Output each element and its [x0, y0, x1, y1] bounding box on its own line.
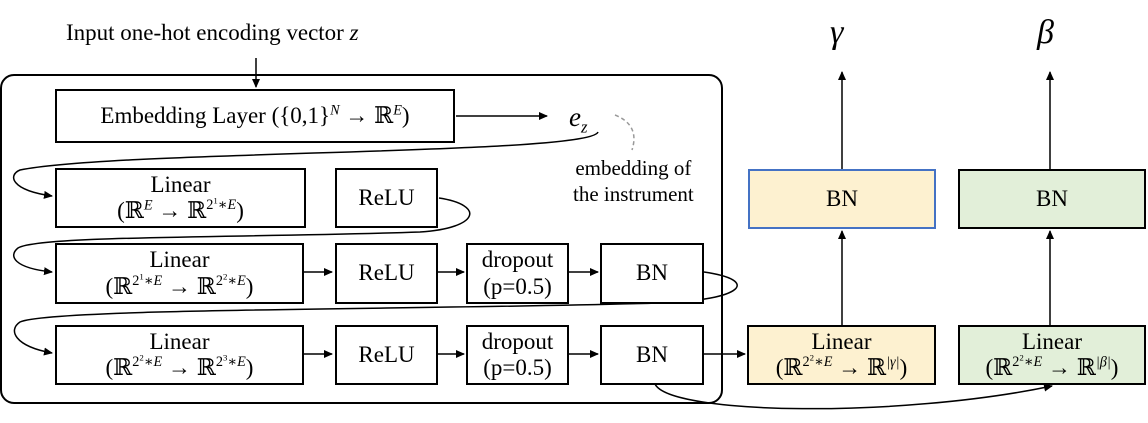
ez-to-row1-curve — [12, 131, 599, 199]
row3-dropout-p: (p=0.5) — [483, 355, 552, 380]
beta-linear-box: Linear (ℝ22∗E → ℝ|β|) — [958, 325, 1146, 385]
gamma-linear-box: Linear (ℝ22∗E → ℝ|γ|) — [747, 325, 936, 385]
row3-bn-box: BN — [600, 325, 704, 385]
row2-dropout-box: dropout (p=0.5) — [466, 243, 569, 304]
row3-relu-box: ReLU — [335, 325, 438, 385]
row1-relu-label: ReLU — [358, 184, 415, 210]
row1-linear-title: Linear — [150, 171, 211, 197]
beta-output-symbol: β — [1037, 14, 1054, 51]
row2-linear-formula: (ℝ21∗E → ℝ22∗E) — [105, 271, 254, 299]
row2-linear-title: Linear — [149, 247, 210, 273]
row2-to-row3-curve — [13, 271, 738, 356]
embedding-note-line1: embedding of — [575, 156, 692, 180]
row2-relu-box: ReLU — [335, 243, 438, 304]
input-label: Input one-hot encoding vector z — [66, 20, 359, 46]
row3-dropout-label: dropout — [481, 328, 554, 354]
row2-linear-box: Linear (ℝ21∗E → ℝ22∗E) — [55, 243, 304, 304]
gamma-linear-title: Linear — [811, 328, 872, 354]
row1-to-row2-curve — [13, 197, 471, 276]
row3-linear-box: Linear (ℝ22∗E → ℝ23∗E) — [55, 325, 304, 385]
row3-dropout-box: dropout (p=0.5) — [466, 325, 569, 385]
beta-linear-formula: (ℝ22∗E → ℝ|β|) — [985, 352, 1119, 380]
encoder-frame — [0, 74, 723, 404]
row3-bn-label: BN — [636, 341, 668, 367]
gamma-bn-label: BN — [826, 185, 858, 211]
row3-relu-label: ReLU — [358, 341, 415, 367]
row3-linear-title: Linear — [149, 328, 210, 354]
input-label-text: Input one-hot encoding vector — [66, 20, 350, 45]
bn-to-beta-linear-curve — [654, 383, 1053, 410]
embedding-output-symbol: ez — [569, 102, 588, 137]
beta-linear-title: Linear — [1021, 328, 1082, 354]
beta-bn-box: BN — [958, 169, 1146, 229]
row2-bn-box: BN — [600, 243, 704, 304]
row2-dropout-p: (p=0.5) — [483, 273, 552, 299]
embedding-note-line2: the instrument — [573, 182, 694, 207]
row1-linear-box: Linear (ℝE → ℝ21∗E) — [55, 168, 306, 228]
row3-linear-formula: (ℝ22∗E → ℝ23∗E) — [105, 352, 254, 380]
beta-bn-label: BN — [1036, 185, 1068, 211]
input-label-var: z — [349, 20, 359, 45]
row2-bn-label: BN — [636, 260, 668, 286]
row2-relu-label: ReLU — [358, 260, 415, 286]
row2-dropout-label: dropout — [481, 247, 554, 273]
annotation-dashed-curve — [614, 114, 635, 151]
gamma-bn-box: BN — [748, 169, 936, 229]
gamma-output-symbol: γ — [830, 14, 844, 51]
embedding-layer-label: Embedding Layer ({0,1}N → ℝE) — [100, 102, 410, 128]
gamma-linear-formula: (ℝ22∗E → ℝ|γ|) — [775, 352, 908, 380]
row1-relu-box: ReLU — [335, 168, 438, 228]
embedding-layer-box: Embedding Layer ({0,1}N → ℝE) — [55, 89, 455, 143]
row1-linear-formula: (ℝE → ℝ21∗E) — [117, 195, 244, 223]
embedding-note: embedding of the instrument — [573, 155, 694, 208]
